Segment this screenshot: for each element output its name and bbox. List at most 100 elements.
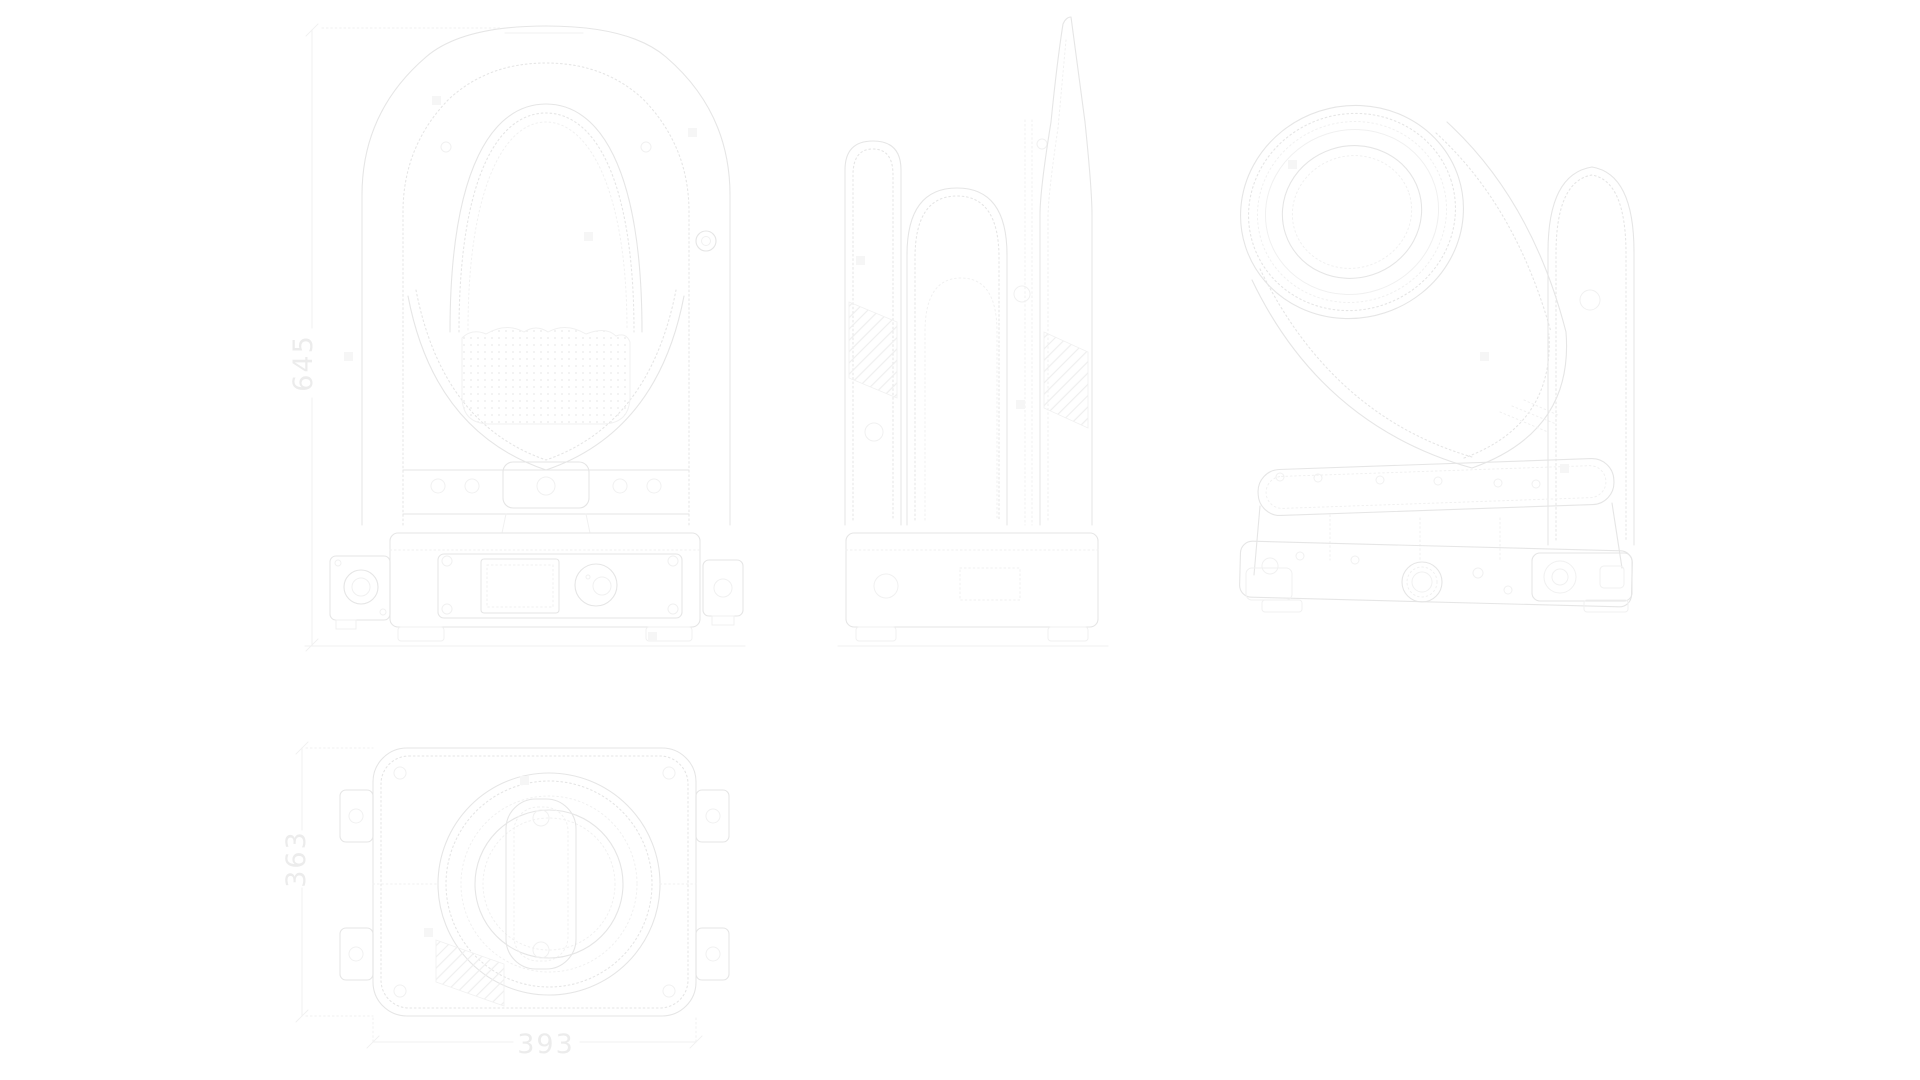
dim-height-tick-top [305,23,319,37]
persp-base-front [1239,540,1633,608]
dim-width-text: 393 [517,1029,575,1060]
wing-screw-2 [379,608,387,616]
persp-front-screw-2 [1350,555,1360,565]
persp-brace-1 [1499,411,1549,433]
top-tab-right-screw-1 [705,808,721,824]
lens-ring-2 [1248,112,1456,312]
tilt-lock-knob [695,230,717,252]
crossbar-screw-4 [646,478,662,494]
perspective-view [1239,104,1635,613]
top-lens-circle [474,809,624,959]
side-arm-rear [1039,16,1093,526]
top-tab-left-screw-2 [348,946,364,962]
menu-knob-dot [585,574,591,580]
top-vent-hatch [435,939,505,1007]
persp-connector-pin [1472,567,1484,579]
persp-top-screw-2 [1313,473,1323,483]
persp-top-screw-1 [1275,472,1285,482]
yoke-crossbar-plate [502,461,590,509]
top-tab-left-1 [339,789,374,843]
menu-knob [574,563,618,607]
persp-head-rear-cap [1471,331,1568,469]
top-handle [505,798,577,970]
side-arm-knob [864,422,884,442]
persp-brace-3 [1523,399,1561,417]
top-corner-screw-1 [393,766,407,780]
display-screen [480,558,560,614]
persp-yoke-arm-inner [1555,174,1627,541]
display-screen-inner [486,564,554,608]
persp-foot-right [1583,599,1629,613]
side-edge-screw [1036,138,1048,150]
persp-top-screw-4 [1433,476,1443,486]
power-connector-inner [351,577,371,597]
top-handle-inner [513,806,569,962]
bracket-foot [711,615,735,626]
front-view [304,25,746,647]
wing-screw-1 [334,559,342,567]
dimension-width: 393 [366,1017,703,1060]
top-lens-circle-inner [482,817,616,951]
persp-connector-small-left [1261,557,1279,575]
persp-connector-right-inner [1551,568,1569,586]
front-base-right-bracket [702,559,744,617]
side-head-arch [906,187,1008,526]
lens-ring-4 [1264,129,1440,295]
dim-depth-tick-bottom [295,1009,309,1023]
persp-head-top-edge [1446,121,1567,333]
head-screw-right [640,141,652,153]
front-control-panel [437,553,683,619]
top-view [339,747,730,1017]
crossbar-screw-1 [430,478,446,494]
lens-ring-outer [1240,104,1464,320]
top-corner-screw-4 [662,984,676,998]
persp-top-screw-3 [1375,475,1385,485]
dim-height-text: 645 [288,334,319,392]
side-view [837,16,1109,647]
top-body-outline [372,747,697,1017]
front-head-dome-inner2 [467,121,628,331]
front-head-dome [449,103,643,333]
head-screw-left [440,141,452,153]
crossbar-screw-3 [612,478,628,494]
top-handle-screw-2 [532,941,550,959]
dim-depth-tick-top [295,741,309,755]
side-arm-front-inner [852,148,894,521]
panel-screw-1 [441,555,453,567]
persp-base-top-face [1257,458,1615,517]
dimension-depth: 363 [281,741,374,1023]
panel-screw-2 [667,555,679,567]
lens-rings [1240,104,1464,320]
dim-height-tick-bottom [305,638,319,652]
panel-screw-4 [667,603,679,615]
lens-inner [1281,145,1423,279]
panel-screw-3 [441,603,453,615]
side-foot-left [855,626,897,642]
front-yoke-inner-line [402,62,690,526]
side-foot-right [1047,626,1089,642]
persp-connector-block-left [1245,567,1293,601]
side-head-arch-core [924,277,998,521]
menu-knob-inner [592,576,612,596]
bracket-connector [713,578,733,598]
front-head-bowl-inner [415,289,677,461]
side-arm-front [844,140,902,526]
persp-arm-knob [1579,289,1601,311]
front-yoke-outline [361,25,731,526]
lens-core [1291,155,1413,269]
persp-brace-2 [1511,405,1557,425]
side-arm-rear-vent [1043,331,1089,429]
top-tab-right-screw-2 [705,946,721,962]
top-corner-screw-3 [393,984,407,998]
yoke-stem-left [501,513,507,534]
persp-connector-mini [1599,565,1625,589]
lens-ring-3 [1256,121,1448,303]
persp-head-rear-cap-inner [1463,333,1550,459]
front-foot-left [397,626,445,642]
power-connector [343,569,379,605]
side-head-arch-inner [914,195,1000,521]
front-grill-texture [461,327,631,425]
side-arm-rear-inner [1047,39,1067,521]
side-base-body [845,532,1099,628]
